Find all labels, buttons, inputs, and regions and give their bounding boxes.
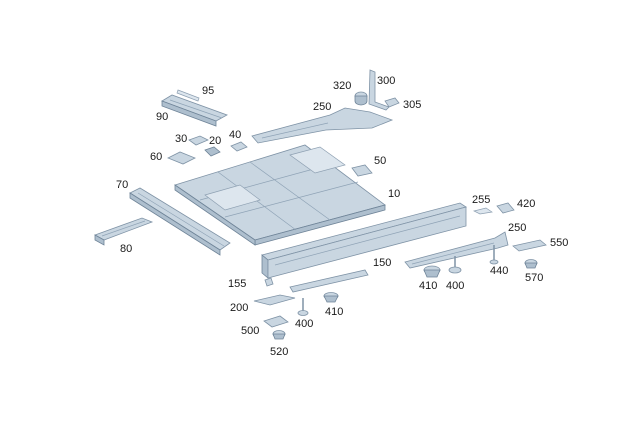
part-550-bracket[interactable] <box>512 239 547 252</box>
part-40-bracket[interactable] <box>230 141 248 152</box>
part-60-bracket[interactable] <box>167 151 196 165</box>
part-lower-strip[interactable] <box>289 269 369 293</box>
callout-420: 420 <box>517 198 535 210</box>
part-95-strip[interactable] <box>176 89 200 102</box>
part-320-cap[interactable] <box>354 91 368 106</box>
part-420-bracket[interactable] <box>496 202 515 214</box>
part-500-plate[interactable] <box>263 315 289 328</box>
part-410-cap-right[interactable] <box>423 265 441 278</box>
callout-250-upper: 250 <box>313 101 331 113</box>
callout-300: 300 <box>377 75 395 87</box>
callout-40: 40 <box>229 129 241 141</box>
callout-60: 60 <box>150 151 162 163</box>
callout-155: 155 <box>228 278 246 290</box>
callout-50: 50 <box>374 155 386 167</box>
part-250-right-rail[interactable] <box>404 231 509 269</box>
part-90-rail[interactable] <box>161 94 228 127</box>
callout-95: 95 <box>202 85 214 97</box>
callout-250-right: 250 <box>508 222 526 234</box>
callout-90: 90 <box>156 111 168 123</box>
part-400-bolt-lower[interactable] <box>297 298 309 316</box>
callout-255: 255 <box>472 194 490 206</box>
callout-520: 520 <box>270 346 288 358</box>
part-20-bracket[interactable] <box>204 146 221 157</box>
part-400-bolt-right[interactable] <box>448 256 462 274</box>
part-440-bolt[interactable] <box>489 245 499 265</box>
callout-20: 20 <box>209 135 221 147</box>
part-150-sill[interactable] <box>261 202 467 279</box>
callout-150: 150 <box>373 257 391 269</box>
callout-305: 305 <box>403 99 421 111</box>
callout-410-right: 410 <box>419 280 437 292</box>
callout-320: 320 <box>333 80 351 92</box>
part-250-upper-rail[interactable] <box>251 107 394 144</box>
part-305-clip[interactable] <box>384 97 400 108</box>
part-155-clip[interactable] <box>264 277 274 287</box>
callout-550: 550 <box>550 237 568 249</box>
callout-400-right: 400 <box>446 280 464 292</box>
callout-500: 500 <box>241 325 259 337</box>
part-70-crossmember[interactable] <box>129 187 231 256</box>
part-10-floor-panel[interactable] <box>174 144 386 246</box>
callout-30: 30 <box>175 133 187 145</box>
callout-440: 440 <box>490 265 508 277</box>
callout-400-lower: 400 <box>295 318 313 330</box>
callout-70: 70 <box>116 179 128 191</box>
callout-410-lower: 410 <box>325 306 343 318</box>
part-200-bracket[interactable] <box>253 294 296 306</box>
callout-200: 200 <box>230 302 248 314</box>
part-520-cap[interactable] <box>272 330 286 340</box>
part-50-bracket[interactable] <box>351 164 373 177</box>
part-80-side-member[interactable] <box>94 217 154 246</box>
part-255-clip[interactable] <box>472 207 493 215</box>
callout-80: 80 <box>120 243 132 255</box>
part-410-cap-lower[interactable] <box>323 292 339 303</box>
callout-10: 10 <box>388 188 400 200</box>
part-30-bracket[interactable] <box>188 135 209 146</box>
part-570-cap[interactable] <box>524 259 538 269</box>
callout-570: 570 <box>525 272 543 284</box>
